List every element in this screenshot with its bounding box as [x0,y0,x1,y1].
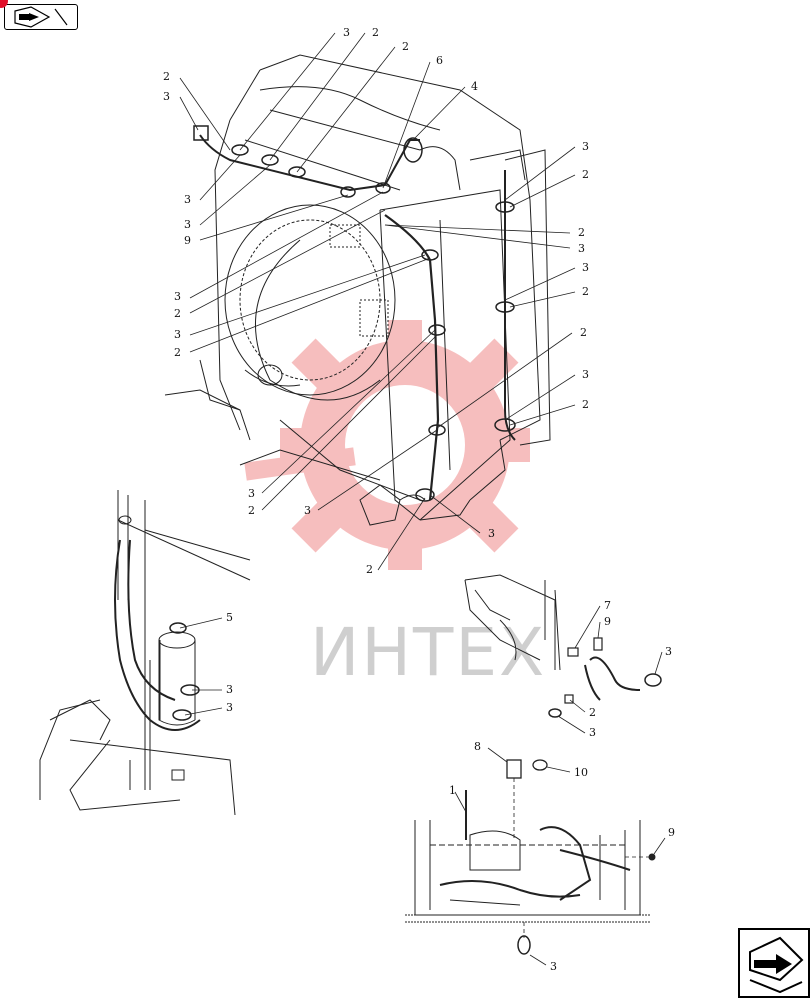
svg-text:3: 3 [550,960,557,973]
svg-text:2: 2 [582,168,589,181]
svg-text:2: 2 [580,326,587,339]
red-dot-icon [0,0,8,8]
svg-text:2: 2 [402,40,409,53]
svg-text:1: 1 [449,784,456,797]
svg-text:3: 3 [343,26,350,39]
back-button[interactable] [4,4,78,30]
fitting-inset [464,574,663,734]
svg-text:2: 2 [589,706,596,719]
svg-text:2: 2 [174,346,181,359]
svg-text:3: 3 [582,261,589,274]
callouts-top: 3 2 2 6 4 2 3 3 3 9 3 2 3 2 3 2 2 3 3 2 … [163,26,589,576]
svg-text:3: 3 [582,368,589,381]
svg-text:2: 2 [366,563,373,576]
svg-text:3: 3 [226,701,233,714]
svg-text:3: 3 [665,645,672,658]
svg-text:3: 3 [184,218,191,231]
callouts-lower: 8 10 1 9 3 [449,740,675,973]
svg-text:5: 5 [226,611,233,624]
svg-text:3: 3 [184,193,191,206]
forward-arrow-icon [749,936,804,994]
leader-lines-top [179,32,576,571]
svg-text:3: 3 [163,90,170,103]
svg-text:7: 7 [604,599,611,612]
svg-text:3: 3 [488,527,495,540]
svg-text:2: 2 [582,285,589,298]
callouts-left-inset: 5 3 3 [226,611,233,714]
watermark-text: ИНТЕХ [310,614,546,691]
svg-text:8: 8 [474,740,481,753]
svg-text:2: 2 [372,26,379,39]
back-arrow-icon [14,6,68,28]
left-inset-assembly [39,490,251,816]
svg-text:3: 3 [589,726,596,739]
svg-text:9: 9 [668,826,675,839]
svg-text:3: 3 [174,290,181,303]
svg-text:3: 3 [248,487,255,500]
svg-text:3: 3 [304,504,311,517]
svg-text:9: 9 [604,615,611,628]
svg-text:2: 2 [582,398,589,411]
svg-text:3: 3 [582,140,589,153]
svg-text:9: 9 [184,234,191,247]
callouts-fitting: 7 9 3 2 3 [589,599,672,739]
svg-text:3: 3 [578,242,585,255]
svg-text:3: 3 [174,328,181,341]
main-assembly [164,54,551,526]
svg-text:4: 4 [471,80,478,93]
svg-text:6: 6 [436,54,443,67]
svg-text:2: 2 [248,504,255,517]
svg-text:3: 3 [226,683,233,696]
svg-text:2: 2 [174,307,181,320]
forward-button[interactable] [738,928,810,998]
lower-assembly [405,747,666,966]
svg-text:10: 10 [574,766,588,779]
svg-text:2: 2 [163,70,170,83]
svg-text:2: 2 [578,226,585,239]
